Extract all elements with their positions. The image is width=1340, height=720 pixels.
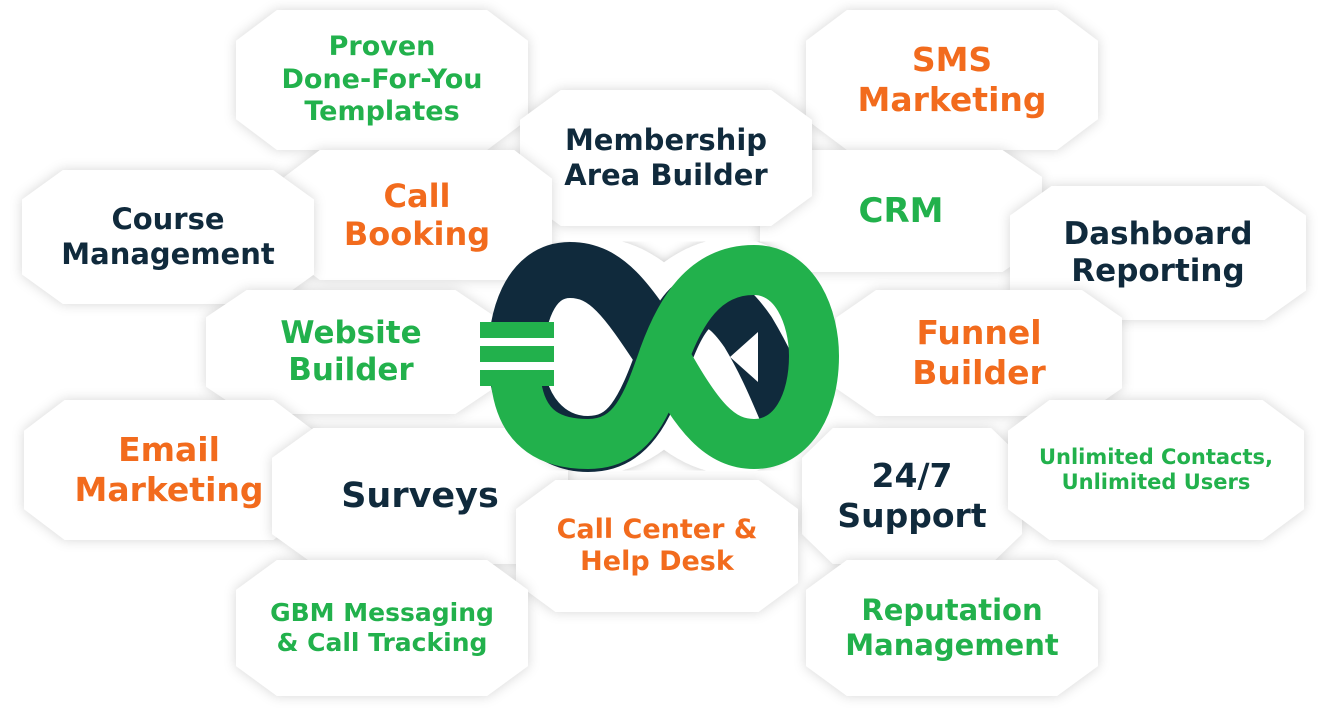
infinity-play-logo-icon — [480, 238, 840, 474]
label-templates: Proven Done-For-You Templates — [281, 31, 483, 128]
label-call-booking: Call Booking — [343, 176, 491, 253]
label-website: Website Builder — [280, 314, 422, 388]
label-support: 24/7 Support — [837, 456, 987, 535]
tile-call-booking: Call Booking — [282, 150, 552, 280]
label-call-center: Call Center & Help Desk — [556, 513, 758, 577]
tile-email: Email Marketing — [24, 400, 314, 540]
tile-call-center: Call Center & Help Desk — [516, 480, 798, 612]
label-crm: CRM — [858, 190, 944, 231]
label-membership: Membership Area Builder — [564, 123, 768, 192]
tile-course: Course Management — [22, 170, 314, 304]
tile-unlimited: Unlimited Contacts, Unlimited Users — [1008, 400, 1304, 540]
tile-templates: Proven Done-For-You Templates — [236, 10, 528, 150]
tile-funnel: Funnel Builder — [836, 290, 1122, 416]
tile-membership: Membership Area Builder — [520, 90, 812, 226]
label-gbm: GBM Messaging & Call Tracking — [270, 598, 494, 657]
label-dashboard: Dashboard Reporting — [1063, 215, 1253, 289]
tile-reputation: Reputation Management — [806, 560, 1098, 696]
tile-gbm: GBM Messaging & Call Tracking — [236, 560, 528, 696]
tile-dashboard: Dashboard Reporting — [1010, 186, 1306, 320]
label-course: Course Management — [61, 202, 275, 271]
label-reputation: Reputation Management — [845, 593, 1059, 662]
tile-website: Website Builder — [206, 290, 496, 414]
tile-support: 24/7 Support — [802, 428, 1022, 564]
label-funnel: Funnel Builder — [912, 313, 1046, 392]
label-surveys: Surveys — [341, 476, 499, 516]
label-sms: SMS Marketing — [857, 40, 1047, 119]
tile-sms: SMS Marketing — [806, 10, 1098, 150]
label-email: Email Marketing — [74, 430, 264, 509]
label-unlimited: Unlimited Contacts, Unlimited Users — [1038, 444, 1274, 494]
logo — [458, 222, 870, 490]
